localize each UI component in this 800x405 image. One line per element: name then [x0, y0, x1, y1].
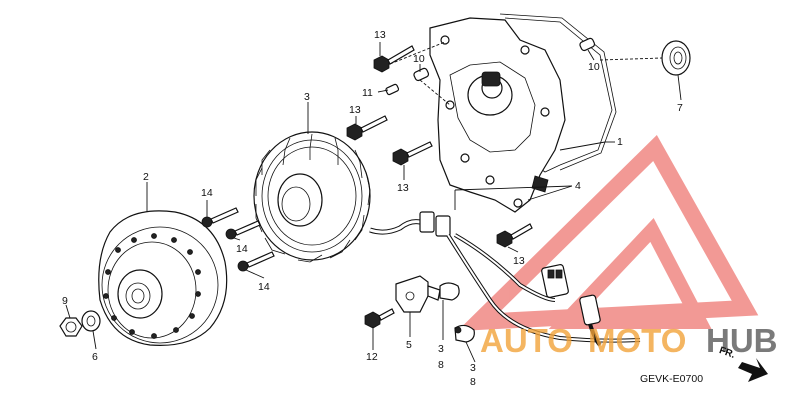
label-part-13-top: 13 — [374, 29, 386, 41]
label-part-8-upper-clamp: 8 — [438, 359, 444, 371]
watermark-part2: MOTO — [588, 322, 686, 359]
leader-lines — [65, 41, 682, 363]
label-part-5: 5 — [406, 339, 412, 351]
label-part-2: 2 — [143, 171, 149, 183]
label-part-14-mid: 14 — [236, 243, 248, 255]
crankcase-cover — [429, 13, 617, 213]
label-part-10-right: 10 — [588, 61, 600, 73]
flywheel-rotor — [98, 210, 228, 346]
harness-clamp-lower — [454, 324, 475, 343]
dowel-pin-upper — [413, 67, 430, 82]
stator — [253, 131, 371, 263]
label-part-14-bottom: 14 — [258, 281, 270, 293]
label-part-13-lower: 13 — [397, 182, 409, 194]
bolt-14-mid — [225, 220, 261, 240]
label-part-9: 9 — [62, 295, 68, 307]
flywheel-washer — [81, 310, 101, 332]
label-part-13-bottom: 13 — [513, 255, 525, 267]
bolt-14-top — [201, 207, 239, 228]
front-direction-marker: FR. — [718, 345, 768, 382]
label-part-3-upper-clamp: 3 — [438, 343, 444, 355]
label-part-3: 3 — [304, 91, 310, 103]
bolt-13-lower — [392, 141, 433, 166]
label-part-12: 12 — [366, 351, 378, 363]
label-part-3-lower-clamp: 3 — [470, 362, 476, 374]
small-pin — [385, 83, 400, 96]
dowel-pin-right — [579, 37, 596, 52]
pulse-generator — [395, 275, 441, 313]
wiring-harness — [369, 211, 641, 347]
label-part-7: 7 — [677, 102, 683, 114]
label-part-1: 1 — [617, 136, 623, 148]
label-part-14-top: 14 — [201, 187, 213, 199]
bolt-13-bottom — [496, 223, 533, 248]
bolt-14-bottom — [237, 251, 275, 272]
bolt-13-mid — [346, 115, 388, 141]
watermark-part3: HUB — [706, 322, 778, 359]
bolt-12 — [364, 308, 395, 329]
label-part-6: 6 — [92, 351, 98, 363]
watermark-part1: AUTO — [480, 322, 573, 359]
label-part-11: 11 — [362, 87, 373, 99]
label-part-10-upper: 10 — [413, 53, 425, 65]
flywheel-nut — [59, 317, 83, 337]
part-labels: 1 2 3 4 5 6 7 9 10 10 11 12 13 13 13 13 … — [62, 29, 683, 388]
front-label: FR. — [718, 345, 737, 361]
label-part-4: 4 — [575, 180, 581, 192]
label-part-8-lower-clamp: 8 — [470, 376, 476, 388]
bolt-13-top — [373, 45, 415, 73]
watermark-logo — [457, 134, 759, 332]
oil-seal — [661, 40, 691, 76]
diagram-code: GEVK-E0700 — [640, 373, 703, 385]
harness-clamp-upper — [439, 282, 460, 301]
label-part-13-mid: 13 — [349, 104, 361, 116]
front-arrow-icon — [738, 358, 768, 382]
watermark-text: AUTO MOTO HUB — [480, 322, 778, 359]
